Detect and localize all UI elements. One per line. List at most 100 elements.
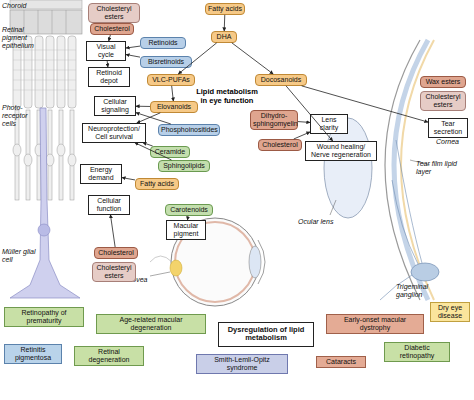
arrow-connector [294,132,310,139]
node-text: Cholesterol [261,141,299,149]
node-text: Lens clarity [313,116,345,132]
node-text: Cholesterol [97,249,135,257]
lipid-box: Cholesteryl esters [420,91,466,111]
lipid-box: Retinoids [140,37,186,49]
lipid-box: Cholesterol [94,247,138,259]
lipid-box: Cataracts [316,356,366,368]
node-text: Cholesteryl esters [95,264,133,280]
disc-stacks [13,50,76,90]
process-box: Retinoid depot [88,67,130,87]
part-label: Müller glial cell [2,248,38,264]
lipid-box: Diabetic retinopathy [384,342,450,362]
node-text: Early-onset macular dystrophy [329,316,421,332]
fovea-leader [150,272,170,276]
part-label: Retinal pigment epithelium [2,26,38,49]
lipid-box: Carotenoids [165,204,213,216]
trigeminal-ganglion [411,263,439,281]
node-text: Sphingolipids [161,162,207,170]
lipid-box: Fatty acids [205,3,245,15]
lipid-box: VLC-PUFAs [147,74,195,86]
process-box: Dysregulation of lipid metabolism [218,322,314,347]
eye-lens [249,246,261,278]
lipid-box: Smith-Lemli-Opitz syndrome [196,354,288,374]
node-text: Retinoids [143,39,183,47]
node-text: Age-related macular degeneration [99,316,203,332]
process-box: Neuroprotection/ Cell survival [82,123,146,143]
rpe-cells [24,10,66,34]
arrow-connector [224,15,226,31]
node-text: Tear secretion [431,120,465,136]
lipid-box: Dihydro-sphingomyelin [250,110,298,130]
part-label: Trigeminal ganglion [396,283,456,299]
node-text: Diabetic retinopathy [387,344,447,360]
node-text: Cholesteryl esters [91,5,137,21]
node-text: Visual cycle [89,43,123,59]
node-text: Dysregulation of lipid metabolism [221,326,311,343]
lipid-box: Cholesteryl esters [88,3,140,23]
node-text: Dihydro-sphingomyelin [253,112,295,128]
node-text: Cellular signaling [97,98,133,114]
lipid-box: Bisretinoids [140,56,192,68]
lipid-box: Retinopathy of prematurity [4,307,84,327]
arrow-connector [126,55,140,58]
part-label: Choroid [2,2,62,10]
lipid-box: Elovanoids [150,101,198,113]
part-label: Photo-receptor cells [2,104,38,127]
node-text: Bisretinoids [143,58,189,66]
part-label: Ocular lens [298,218,348,226]
node-text: Dry eye disease [433,304,467,320]
process-box: Lens clarity [310,114,348,134]
node-text: DHA [214,33,234,41]
node-text: Wound healing/ Nerve regeneration [308,143,374,159]
node-text: Carotenoids [168,206,210,214]
process-box: Wound healing/ Nerve regeneration [305,141,377,161]
part-label: Cornea [436,138,472,146]
arrow-connector [172,86,174,101]
process-box: Visual cycle [86,41,126,61]
lipid-box: Wax esters [420,76,466,88]
process-box: Cellular function [88,195,130,215]
arrow-connector [232,43,273,74]
lipid-box: Cholesteryl esters [92,262,136,282]
eye-cornea [258,240,265,284]
node-text: Neuroprotection/ Cell survival [85,125,143,141]
lipid-box: Fatty acids [135,178,179,190]
process-box: Tear secretion [428,118,468,138]
node-text: VLC-PUFAs [150,76,192,84]
lipid-box: Docosanoids [255,74,307,86]
optic-nerve [150,256,172,262]
macula [170,260,182,276]
node-text: Elovanoids [153,103,195,111]
node-text: Retinoid depot [91,69,127,85]
node-text: Phosphoinositides [161,126,217,134]
lipid-box: Cholesterol [258,139,302,151]
node-text: Cataracts [319,358,363,366]
node-text: Docosanoids [258,76,304,84]
lipid-box: DHA [211,31,237,43]
arrow-connector [137,113,161,123]
lipid-box: Dry eye disease [430,302,470,322]
arrow-connector [126,46,140,48]
node-text: Retinitis pigmentosa [7,346,59,362]
diagram-title: Lipid metabolism in eye function [196,88,258,105]
lipid-box: Sphingolipids [158,160,210,172]
process-box: Macular pigment [166,220,206,240]
node-text: Cholesteryl esters [423,93,463,109]
node-text: Cholesterol [93,25,131,33]
arrow-connector [136,106,150,107]
process-box: Energy demand [80,164,122,184]
node-text: Cellular function [91,197,127,213]
node-text: Retinal degeneration [77,348,141,364]
part-label: Tear film lipid layer [416,160,472,176]
lipid-box: Retinitis pigmentosa [4,344,62,364]
arrow-connector [110,215,115,247]
lipid-box: Ceramide [150,146,190,158]
cornea-outer [385,40,420,300]
node-text: Fatty acids [208,5,242,13]
lipid-box: Phosphoinositides [158,124,220,136]
node-text: Macular pigment [169,222,203,238]
node-text: Retinopathy of prematurity [7,309,81,325]
lens-leader [330,200,336,215]
lipid-box: Cholesterol [90,23,134,35]
